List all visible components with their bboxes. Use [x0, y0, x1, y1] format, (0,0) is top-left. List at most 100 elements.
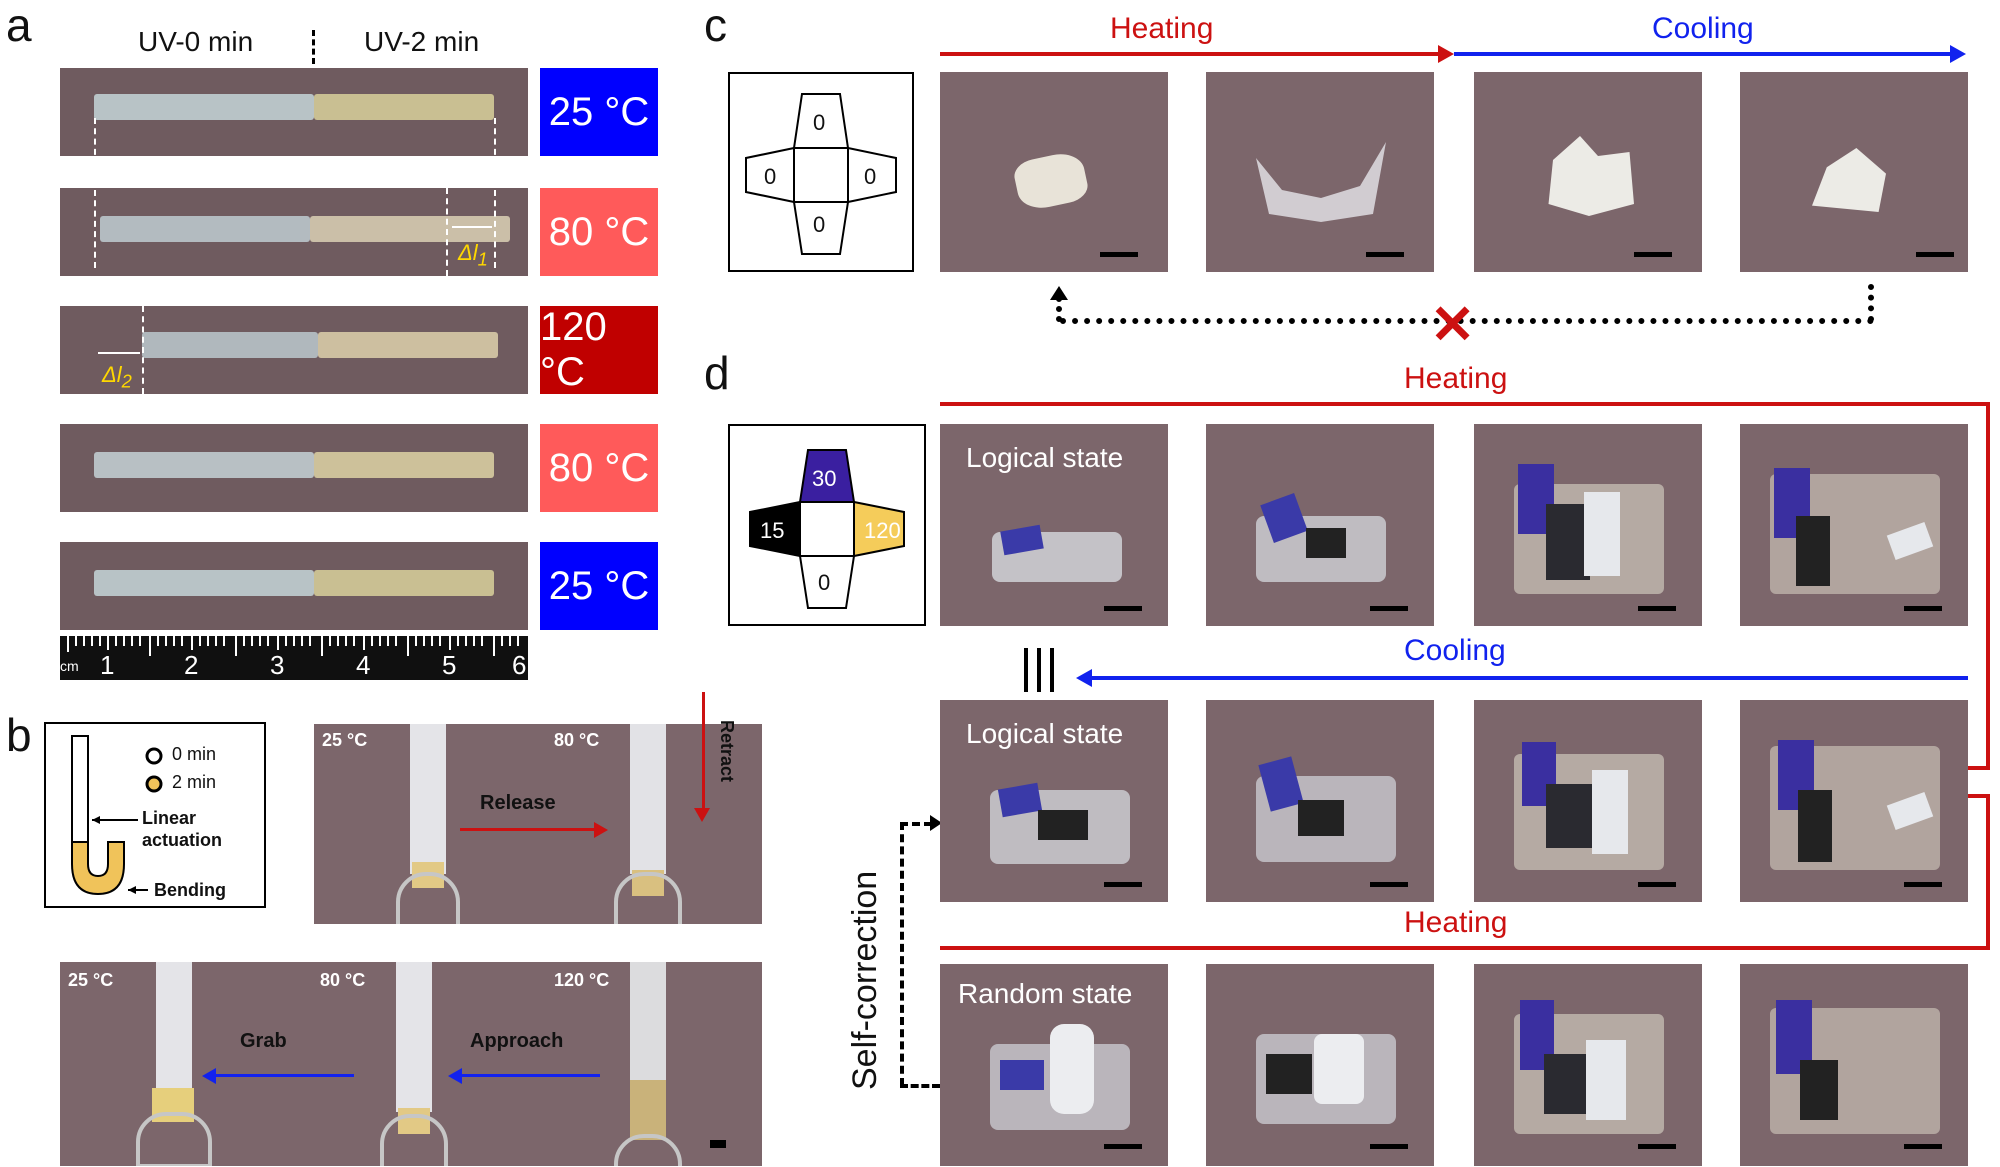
self-correction-bottom: [900, 1084, 940, 1088]
cube-face: [1546, 784, 1596, 848]
photo-b-release: 25 °C 80 °C Release: [314, 724, 762, 924]
release-label: Release: [480, 792, 556, 814]
cube-face: [1592, 770, 1628, 854]
photo-d-r3-2: [1206, 964, 1434, 1166]
equiv-icon: [1024, 648, 1054, 692]
scale-bar: [1104, 606, 1142, 611]
cube-face: [1050, 1024, 1094, 1114]
cube-face: [1798, 790, 1832, 862]
photo-d-r3-3: [1474, 964, 1702, 1166]
cube: [1011, 149, 1091, 213]
ruler-cm: cm: [60, 658, 79, 674]
c-return-left: [1056, 296, 1062, 322]
gripper-schematic-icon: [71, 735, 163, 896]
temp-box-4: 80 °C: [540, 424, 658, 512]
photo-d-r2-3: [1474, 700, 1702, 902]
strip-photo-1: [60, 68, 528, 156]
gripper-strip: [396, 962, 432, 1112]
photo-d-r2-1: Logical state: [940, 700, 1168, 902]
scale-bar: [1634, 252, 1672, 257]
cube: [1256, 142, 1386, 222]
scale-bar: [1904, 882, 1942, 887]
ruler-1: 1: [100, 650, 115, 680]
photo-d-r1-1: Logical state: [940, 424, 1168, 626]
d-cooling-arrowhead: [1076, 669, 1092, 687]
uv-divider: [312, 30, 315, 64]
retract-arrowhead: [694, 808, 710, 822]
strip-uv2: [314, 94, 494, 120]
cube-face: [1266, 1054, 1312, 1094]
retract-arrow: [702, 692, 705, 812]
ruler-3: 3: [270, 650, 285, 680]
ruler-ticks: [67, 636, 519, 656]
cube-face: [1306, 528, 1346, 558]
photo-d-r1-2: [1206, 424, 1434, 626]
d-cooling-arrow: [1090, 676, 1968, 680]
panel-label-b: b: [6, 709, 32, 761]
approach-arrow: [456, 1074, 600, 1077]
guide-dl2: [142, 306, 144, 394]
d-heating-top-down: [1986, 402, 1990, 768]
guide-right: [494, 118, 496, 268]
strip-uv0: [94, 452, 314, 478]
strip-uv0: [94, 570, 314, 596]
face-bottom-d: 0: [818, 570, 831, 595]
strip-photo-4: [60, 424, 528, 512]
self-correction-label: Self-correction: [846, 870, 884, 1090]
gripper-strip: [156, 962, 192, 1092]
legend-0min: 0 min: [172, 744, 217, 764]
panel-label-a: a: [6, 0, 32, 51]
c-cross-icon: ✕: [1430, 295, 1476, 355]
random-state-label: Random state: [958, 978, 1133, 1009]
cube-face: [1038, 810, 1088, 840]
clip: [136, 1112, 212, 1166]
photo-c-4: [1740, 72, 1968, 272]
face-bottom: 0: [813, 212, 826, 237]
cube-face: [1000, 1060, 1044, 1090]
scale-bar: [1904, 606, 1942, 611]
gripper-strip: [630, 962, 666, 1086]
logical-state-label: Logical state: [966, 442, 1124, 473]
face-top-d: 30: [812, 466, 837, 491]
strip-photo-2: [60, 188, 528, 276]
uv0-label: UV-0 min: [138, 26, 254, 57]
retract-label: Retract: [717, 720, 737, 783]
temp-box-2: 80 °C: [540, 188, 658, 276]
photo-c-2: [1206, 72, 1434, 272]
strip-uv2: [318, 332, 498, 358]
gripper-strip: [630, 724, 666, 874]
ruler-6: 6: [512, 650, 527, 680]
grab-label: Grab: [240, 1030, 287, 1052]
dl1-label: Δl1: [458, 240, 488, 270]
guide-dl1: [446, 188, 448, 276]
temp-b1: 25 °C: [322, 730, 368, 750]
d-heating-top-line: [940, 402, 1990, 406]
cube-face: [1800, 1060, 1838, 1120]
release-arrow: [460, 828, 600, 831]
photo-c-1: [940, 72, 1168, 272]
legend-2min: 2 min: [172, 772, 217, 792]
scale-bar: [1100, 252, 1138, 257]
dl2-label: Δl2: [102, 362, 132, 392]
photo-d-r1-3: [1474, 424, 1702, 626]
cube-face: [1314, 1034, 1364, 1104]
photo-d-r2-2: [1206, 700, 1434, 902]
d-heating-bottom-up: [1986, 794, 1990, 950]
strip-photo-3: [60, 306, 528, 394]
cube-face: [1546, 504, 1590, 580]
ruler: cm 1 2 3 4 5 6: [60, 636, 528, 680]
scale-bar: [1366, 252, 1404, 257]
clip: [396, 872, 460, 924]
ruler-5: 5: [442, 650, 457, 680]
strip-uv2: [310, 216, 510, 242]
d-heating-bottom-in: [1966, 794, 1990, 798]
cube: [1548, 136, 1634, 216]
linear-label: Linear: [142, 808, 197, 828]
c-return-arrowhead: [1050, 286, 1068, 300]
approach-arrowhead: [448, 1068, 462, 1084]
strip-uv0: [100, 216, 310, 242]
panel-label-c: c: [704, 0, 727, 51]
face-left-d: 15: [760, 518, 785, 543]
dl1-arrow: [452, 226, 492, 228]
strip-photo-5: [60, 542, 528, 630]
